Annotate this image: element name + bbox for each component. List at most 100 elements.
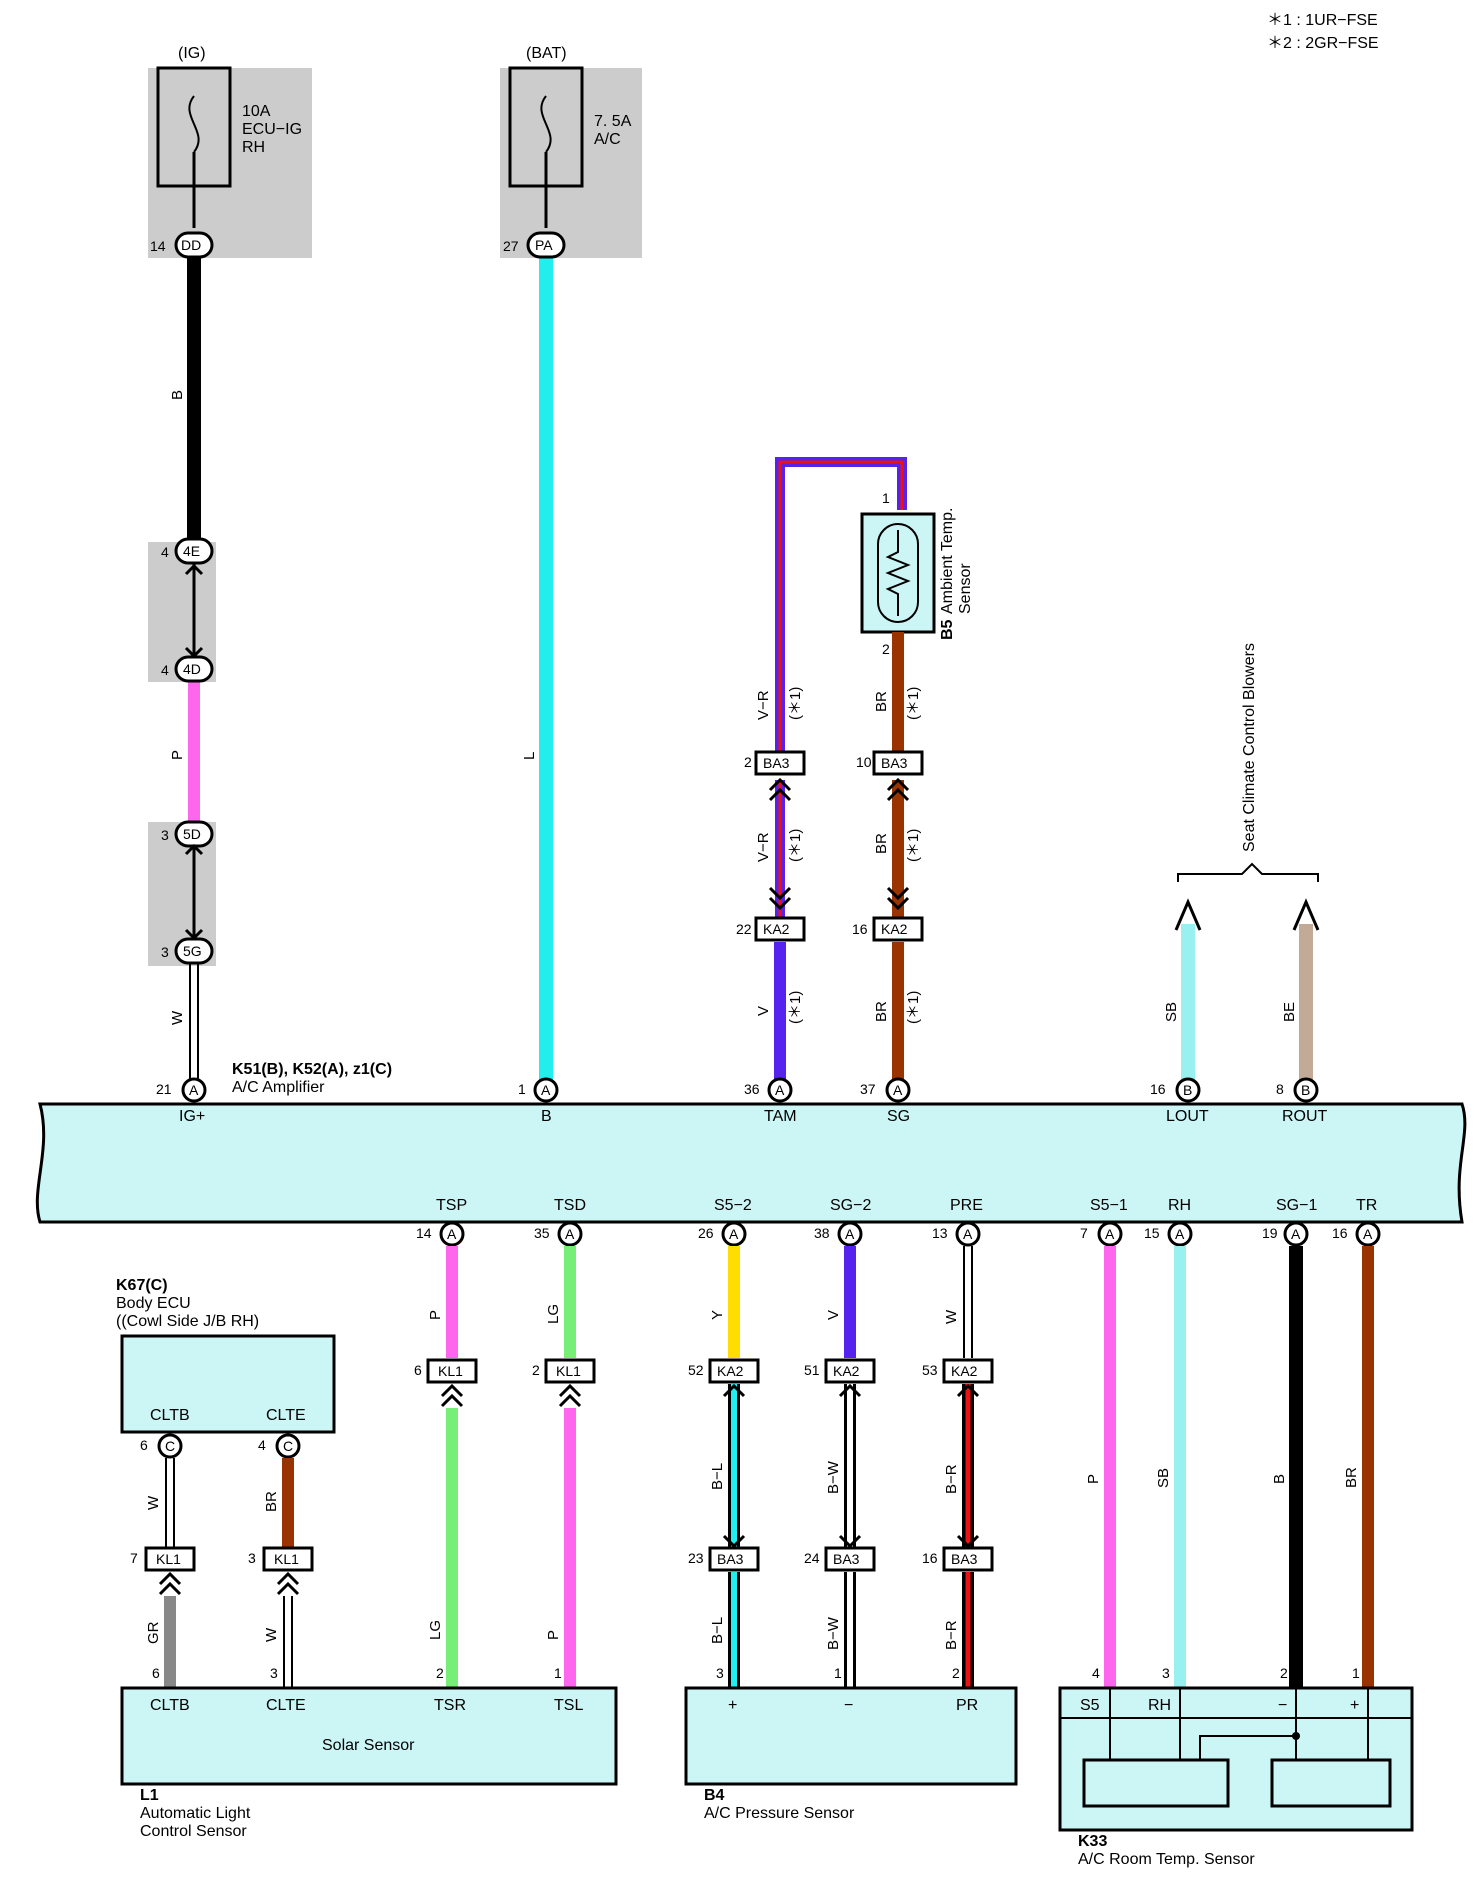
svg-text:B−W: B−W bbox=[825, 1616, 842, 1650]
svg-text:B: B bbox=[541, 1108, 552, 1125]
ambient-sensor-name2: Sensor bbox=[957, 563, 974, 614]
svg-text:BR: BR bbox=[263, 1491, 280, 1512]
ig-fuse-symbol bbox=[188, 95, 200, 153]
solar-sensor-box bbox=[120, 1686, 618, 1786]
svg-text:14: 14 bbox=[416, 1225, 432, 1241]
svg-text:KA2: KA2 bbox=[717, 1363, 744, 1379]
svg-text:Y: Y bbox=[709, 1310, 726, 1320]
svg-text:BR: BR bbox=[873, 1001, 890, 1022]
svg-text:(＊1): (＊1) bbox=[787, 687, 804, 720]
wire-bat-l-label: L bbox=[521, 752, 538, 760]
wire-ig-p-label: P bbox=[169, 750, 186, 760]
svg-text:SG−2: SG−2 bbox=[830, 1197, 871, 1214]
svg-text:B−L: B−L bbox=[709, 1463, 726, 1490]
svg-text:TSL: TSL bbox=[554, 1697, 583, 1714]
svg-text:ROUT: ROUT bbox=[1282, 1108, 1328, 1125]
svg-text:TSR: TSR bbox=[434, 1697, 466, 1714]
svg-text:16: 16 bbox=[1150, 1081, 1166, 1097]
svg-text:B: B bbox=[1301, 1082, 1310, 1098]
svg-text:A: A bbox=[1363, 1226, 1373, 1242]
body-ecu-box bbox=[120, 1334, 336, 1434]
svg-text:CLTE: CLTE bbox=[266, 1407, 306, 1424]
amp-top-pin-rout: 8 B ROUT bbox=[1276, 1077, 1328, 1125]
svg-text:A: A bbox=[541, 1082, 551, 1098]
ig-junction-5g: 3 5G bbox=[161, 937, 214, 965]
svg-text:10: 10 bbox=[856, 754, 872, 770]
svg-text:4D: 4D bbox=[183, 661, 201, 677]
svg-text:2: 2 bbox=[952, 1665, 960, 1681]
connector-ka2-tam: 22 KA2 bbox=[736, 916, 806, 942]
note-1: ＊1 : 1UR−FSE bbox=[1267, 12, 1378, 29]
svg-text:KA2: KA2 bbox=[833, 1363, 860, 1379]
svg-text:15: 15 bbox=[1144, 1225, 1160, 1241]
svg-text:W: W bbox=[943, 1309, 960, 1324]
pressure-sensor-box bbox=[684, 1686, 1018, 1786]
svg-text:4: 4 bbox=[161, 662, 169, 678]
amplifier-name: A/C Amplifier bbox=[232, 1079, 325, 1096]
svg-text:16: 16 bbox=[1332, 1225, 1348, 1241]
svg-text:A: A bbox=[1291, 1226, 1301, 1242]
connector-ba3-s52: 23 BA3 bbox=[688, 1546, 760, 1572]
svg-text:16: 16 bbox=[922, 1550, 938, 1566]
svg-text:+: + bbox=[728, 1697, 737, 1714]
amp-bottom-pins: TSP 14 A TSD 35 A S5−2 26 A SG−2 38 A PR… bbox=[416, 1197, 1381, 1247]
svg-text:27: 27 bbox=[503, 238, 519, 254]
svg-text:CLTB: CLTB bbox=[150, 1407, 190, 1424]
svg-text:V−R: V−R bbox=[755, 832, 772, 862]
svg-text:A: A bbox=[447, 1226, 457, 1242]
svg-text:BA3: BA3 bbox=[763, 755, 790, 771]
svg-text:2: 2 bbox=[744, 754, 752, 770]
bat-connector-pa: 27 PA bbox=[503, 231, 566, 259]
svg-text:LG: LG bbox=[545, 1304, 562, 1324]
svg-text:19: 19 bbox=[1262, 1225, 1278, 1241]
note-2: ＊2 : 2GR−FSE bbox=[1267, 35, 1379, 52]
svg-text:26: 26 bbox=[698, 1225, 714, 1241]
svg-text:C: C bbox=[165, 1438, 175, 1454]
amplifier-ids: K51(B), K52(A), z1(C) bbox=[232, 1061, 392, 1078]
svg-text:W: W bbox=[263, 1627, 280, 1642]
svg-text:A: A bbox=[1105, 1226, 1115, 1242]
svg-text:1: 1 bbox=[834, 1665, 842, 1681]
svg-text:22: 22 bbox=[736, 921, 752, 937]
svg-text:KL1: KL1 bbox=[556, 1363, 581, 1379]
connector-kl1-cltb: 7 KL1 bbox=[130, 1546, 196, 1572]
svg-text:IG+: IG+ bbox=[179, 1108, 205, 1125]
amp-top-pin-ig: 21 A IG+ bbox=[156, 1077, 207, 1125]
svg-text:P: P bbox=[1085, 1474, 1102, 1484]
svg-text:51: 51 bbox=[804, 1362, 820, 1378]
svg-text:P: P bbox=[545, 1630, 562, 1640]
svg-text:TSP: TSP bbox=[436, 1197, 467, 1214]
svg-text:(＊1): (＊1) bbox=[787, 991, 804, 1024]
svg-text:4: 4 bbox=[1092, 1665, 1100, 1681]
svg-text:(＊1): (＊1) bbox=[787, 829, 804, 862]
svg-text:7: 7 bbox=[1080, 1225, 1088, 1241]
svg-text:Automatic Light: Automatic Light bbox=[140, 1805, 251, 1822]
svg-text:V: V bbox=[825, 1310, 842, 1320]
svg-text:37: 37 bbox=[860, 1081, 876, 1097]
svg-text:−: − bbox=[1278, 1697, 1287, 1714]
svg-text:3: 3 bbox=[1162, 1665, 1170, 1681]
svg-text:LOUT: LOUT bbox=[1166, 1108, 1209, 1125]
body-ecu-id: K67(C) bbox=[116, 1277, 168, 1294]
svg-text:C: C bbox=[283, 1438, 293, 1454]
svg-text:GR: GR bbox=[145, 1621, 162, 1644]
connector-ba3-tam: 2 BA3 bbox=[744, 750, 806, 776]
ac-amplifier bbox=[35, 1102, 1467, 1224]
svg-text:3: 3 bbox=[248, 1550, 256, 1566]
svg-text:(＊1): (＊1) bbox=[905, 991, 922, 1024]
svg-text:5G: 5G bbox=[183, 943, 202, 959]
svg-text:KL1: KL1 bbox=[156, 1551, 181, 1567]
svg-text:BA3: BA3 bbox=[833, 1551, 860, 1567]
room-sensor-id: K33 bbox=[1078, 1833, 1107, 1850]
svg-text:(＊1): (＊1) bbox=[905, 829, 922, 862]
ig-fuse-rating: 10A bbox=[242, 103, 271, 120]
svg-text:A: A bbox=[189, 1082, 199, 1098]
svg-text:24: 24 bbox=[804, 1550, 820, 1566]
svg-text:LG: LG bbox=[427, 1620, 444, 1640]
svg-text:1: 1 bbox=[1352, 1665, 1360, 1681]
svg-text:8: 8 bbox=[1276, 1081, 1284, 1097]
connector-ka2-sg2: 51 KA2 bbox=[804, 1358, 876, 1384]
amp-top-pin-b: 1 A B bbox=[518, 1077, 559, 1125]
svg-text:B: B bbox=[1183, 1082, 1192, 1098]
svg-text:23: 23 bbox=[688, 1550, 704, 1566]
